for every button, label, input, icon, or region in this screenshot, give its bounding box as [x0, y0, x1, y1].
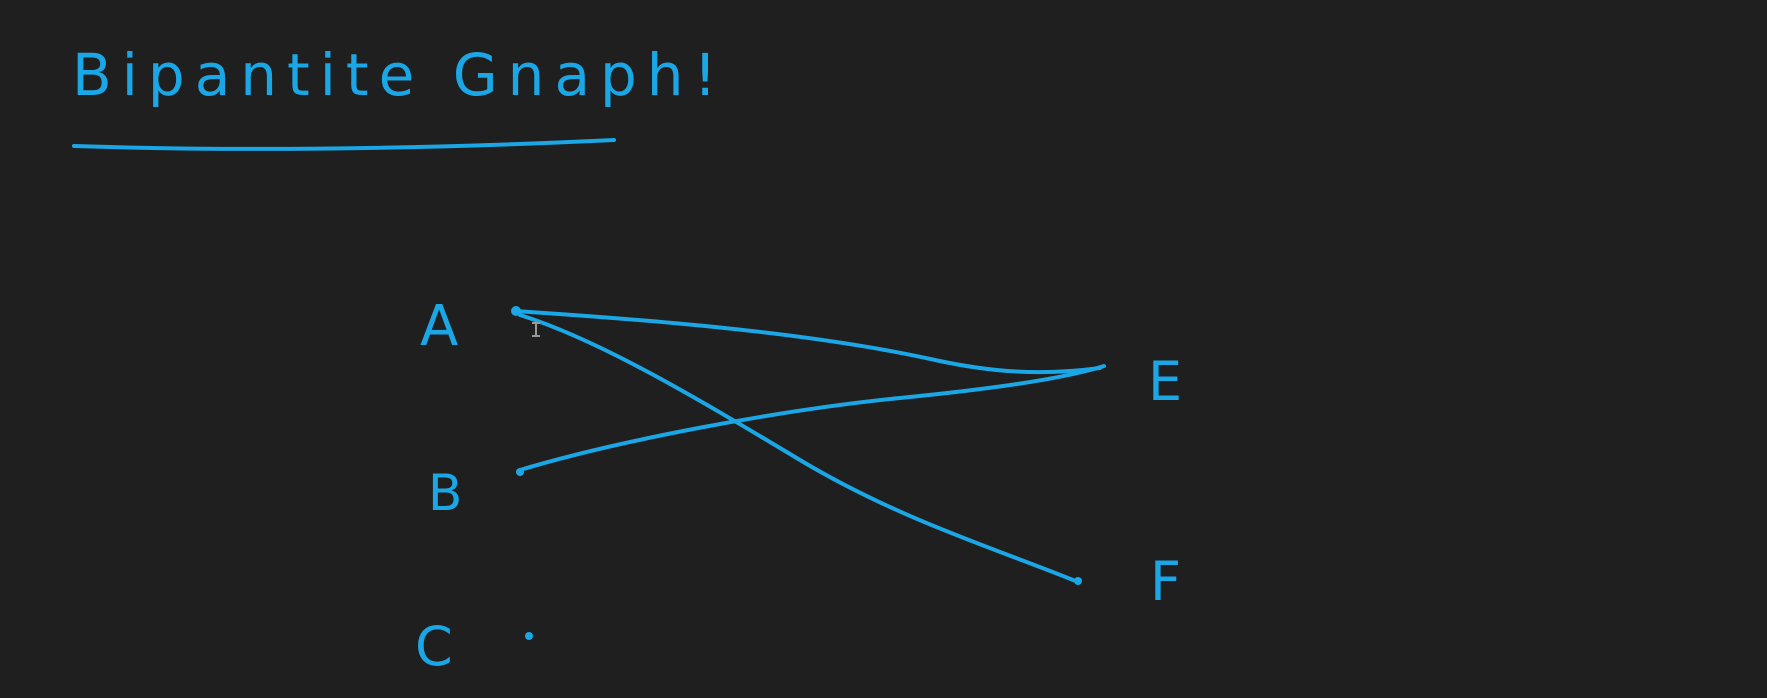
node-label-f: F	[1150, 550, 1181, 613]
node-dot-f	[1074, 577, 1082, 585]
node-label-b: B	[428, 464, 462, 522]
edge-a-f	[518, 313, 1080, 584]
edge-a-e	[513, 309, 1102, 375]
node-dot-c	[525, 632, 533, 640]
node-dot-b	[516, 468, 524, 476]
node-label-e: E	[1148, 350, 1182, 413]
node-label-a: A	[420, 294, 458, 359]
title-underline	[72, 138, 616, 151]
text-cursor-icon	[532, 322, 540, 337]
diagram-title: Bipantite Gnaph!	[72, 41, 727, 109]
node-label-c: C	[415, 615, 453, 678]
edge-b-e	[518, 364, 1106, 472]
node-dot-a	[511, 306, 521, 316]
